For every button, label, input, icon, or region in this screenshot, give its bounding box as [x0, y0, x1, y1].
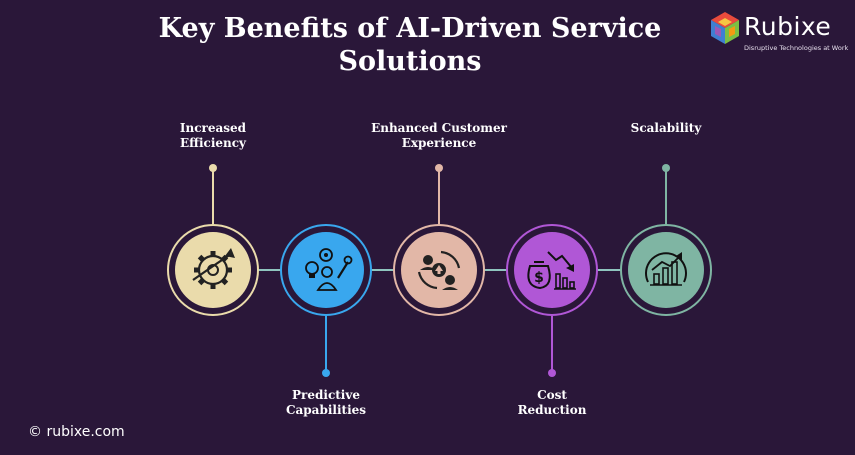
brand-logo: Rubixe Disruptive Technologies at Work: [708, 10, 848, 58]
money-decline-icon: $: [527, 251, 576, 290]
step-label: Cost Reduction: [517, 388, 587, 417]
gear-growth-icon: [192, 248, 235, 289]
brand-name: Rubixe: [744, 12, 832, 41]
rubixe-cube-icon: [711, 12, 739, 44]
node-outer-ring: [620, 224, 712, 316]
step-label: Enhanced Customer Experience: [371, 121, 507, 150]
customer-cycle-icon: [417, 250, 461, 290]
step-label: Scalability: [630, 121, 702, 135]
brand-tagline: Disruptive Technologies at Work: [744, 44, 849, 52]
growth-chart-icon: [645, 252, 687, 286]
step-dot: [209, 164, 217, 172]
step-dot: [435, 164, 443, 172]
idea-person-tools-icon: [305, 248, 353, 291]
step-dot: [548, 369, 556, 377]
svg-text:$: $: [534, 270, 544, 286]
benefit-node: [280, 224, 372, 316]
node-fill: [628, 232, 704, 308]
node-fill: [175, 232, 251, 308]
step-dot: [322, 369, 330, 377]
node-outer-ring: [167, 224, 259, 316]
step-label: Increased Efficiency: [179, 121, 247, 150]
footer-credit: © rubixe.com: [28, 424, 125, 440]
benefit-node: [620, 224, 712, 316]
benefit-node: $: [506, 224, 598, 316]
node-outer-ring: [506, 224, 598, 316]
page-title: Key Benefits of AI-Driven Service Soluti…: [158, 13, 662, 77]
node-outer-ring: [393, 224, 485, 316]
step-dot: [662, 164, 670, 172]
benefit-node: [167, 224, 259, 316]
benefit-node: [393, 224, 485, 316]
node-fill: [288, 232, 364, 308]
node-outer-ring: [280, 224, 372, 316]
step-label: Predictive Capabilities: [285, 388, 367, 417]
node-fill: [514, 232, 590, 308]
